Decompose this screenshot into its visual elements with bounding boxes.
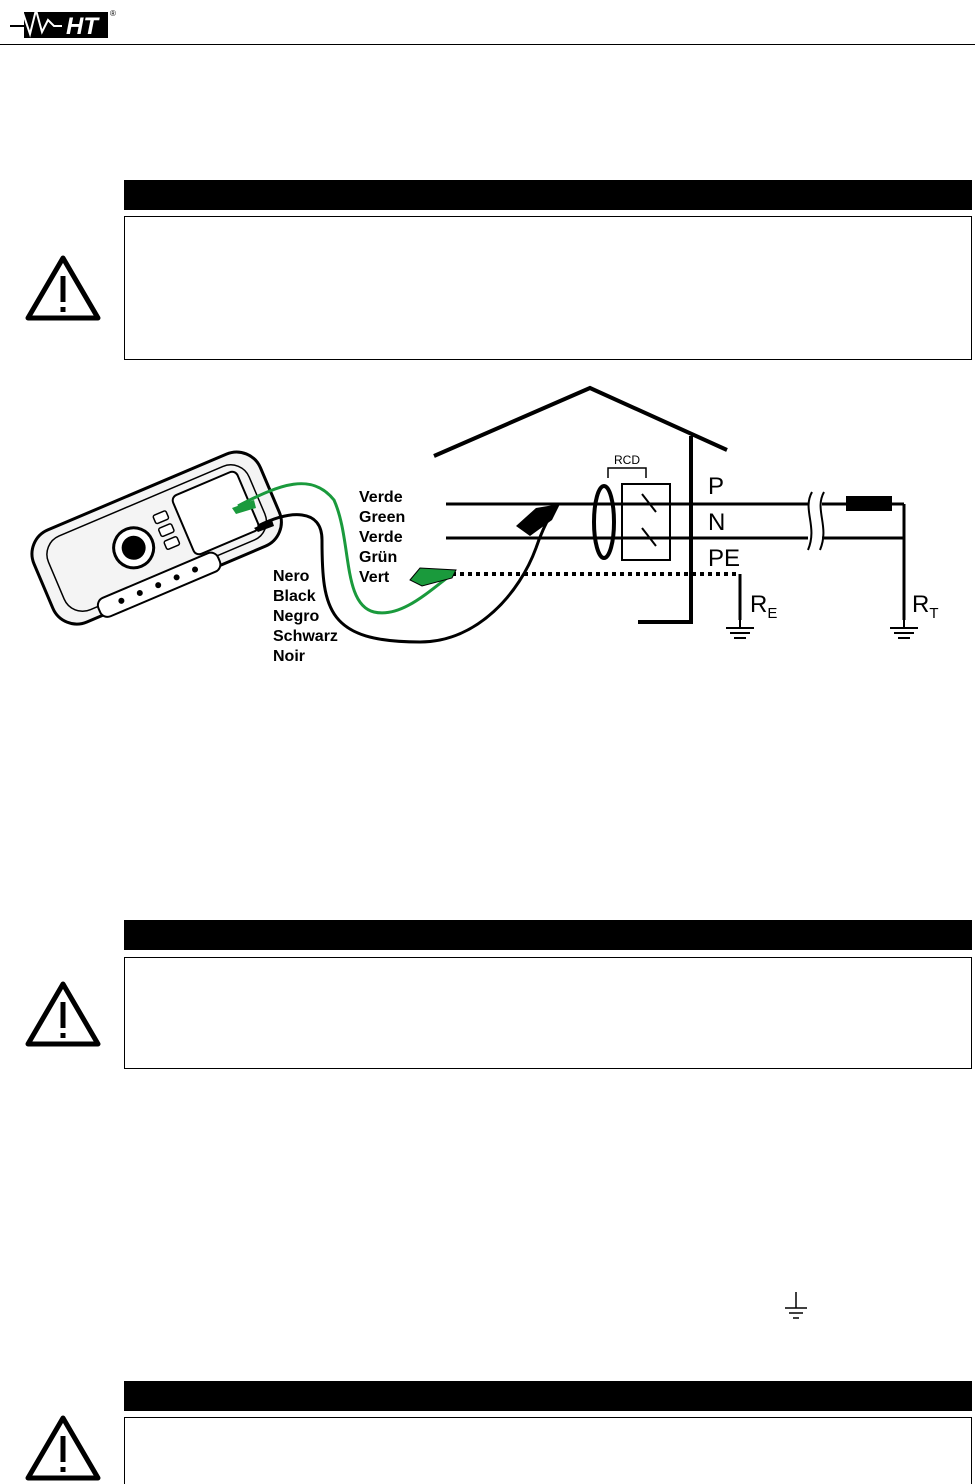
caution-box-3 — [124, 1417, 972, 1484]
line-p-label: P — [708, 473, 725, 500]
line-break-mark — [819, 491, 825, 551]
re-label: RE — [750, 591, 778, 622]
transformer-resistor — [846, 496, 892, 511]
warning-triangle-icon — [25, 1415, 101, 1481]
caution-bar-2 — [124, 920, 972, 950]
rcd-box — [621, 483, 671, 561]
header-rule — [0, 44, 975, 45]
black-plug — [254, 520, 274, 532]
caution-bar-1 — [124, 180, 972, 210]
green-lead-label-en: Green — [359, 509, 406, 526]
caution-box-2 — [124, 957, 972, 1069]
black-lead-label-it: Nero — [273, 568, 310, 585]
rcd-bracket — [607, 467, 647, 478]
green-lead — [237, 482, 453, 615]
black-lead-label-es: Negro — [273, 608, 320, 625]
rt-label: RT — [912, 591, 939, 622]
re-ground-icon — [726, 620, 754, 639]
black-lead-label-en: Black — [273, 588, 316, 605]
rt-ground-icon — [890, 620, 918, 639]
green-lead-label-es: Verde — [359, 529, 403, 546]
green-lead-label-it: Verde — [359, 489, 403, 506]
green-lead-label-fr: Vert — [359, 569, 390, 586]
ht-logo: HT ® — [10, 6, 116, 40]
line-pe-label: PE — [708, 545, 741, 572]
line-n-label: N — [708, 509, 726, 536]
warning-triangle-icon — [25, 255, 101, 321]
caution-bar-3 — [124, 1381, 972, 1411]
black-crocodile-clip-icon — [516, 504, 560, 536]
line-break-mark — [807, 491, 813, 551]
warning-triangle-icon — [25, 981, 101, 1047]
connection-diagram — [30, 385, 918, 644]
tester-device — [30, 450, 283, 626]
caution-box-1 — [124, 216, 972, 360]
green-crocodile-clip-icon — [409, 567, 457, 587]
logo-registered-mark: ® — [110, 9, 116, 18]
house-roof — [433, 385, 728, 458]
green-plug — [232, 500, 256, 514]
green-lead-label-de: Grün — [359, 549, 398, 566]
earth-ground-icon — [785, 1292, 807, 1319]
house-wall — [638, 436, 693, 624]
rcd-toroid — [592, 484, 616, 560]
logo-text: HT — [66, 13, 100, 40]
black-lead-label-de: Schwarz — [273, 628, 338, 645]
black-lead-label-fr: Noir — [273, 648, 305, 665]
black-lead — [257, 503, 558, 644]
rcd-label: RCD — [614, 453, 640, 467]
